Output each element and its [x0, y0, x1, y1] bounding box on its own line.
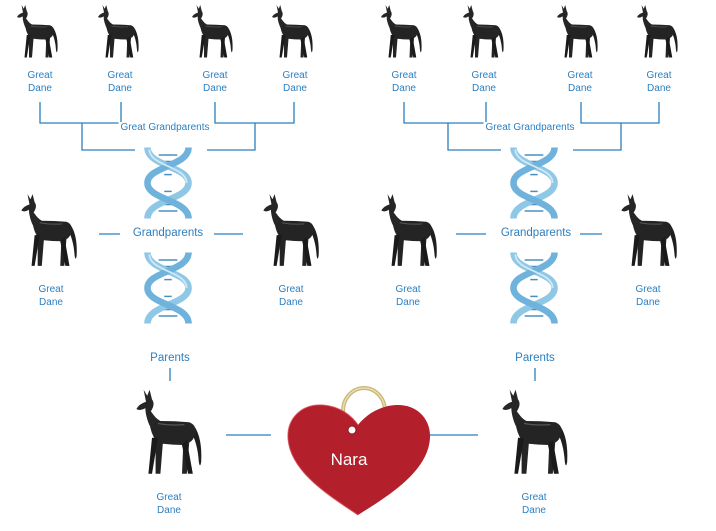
- great-grandparent-dog-icon: [16, 4, 58, 58]
- great-grandparent-dog-icon: [462, 4, 504, 58]
- parent-dog-icon: [501, 389, 569, 475]
- grandparent-dog-icon: [20, 193, 78, 267]
- great-grandparent-dog-icon: [97, 4, 139, 58]
- great-grandparent-dog-icon: [556, 4, 598, 58]
- great-grandparent-dog-icon: [191, 4, 233, 58]
- great-grandparent-dog-icon: [380, 4, 422, 58]
- great-grandparents-caption: Great Grandparents: [483, 122, 577, 133]
- dna-helix-icon: [147, 148, 188, 219]
- parents-caption: Parents: [513, 352, 557, 364]
- heart-tag-icon: [287, 386, 431, 516]
- tag-name: Nara: [330, 450, 368, 469]
- grandparents-caption: Grandparents: [130, 227, 206, 239]
- great-grandparents-caption: Great Grandparents: [118, 122, 212, 133]
- great-grandparent-dog-icon: [636, 4, 678, 58]
- dna-helix-icon: [147, 253, 188, 324]
- parents-caption: Parents: [148, 352, 192, 364]
- dna-helix-icon: [513, 148, 554, 219]
- grandparent-dog-icon: [380, 193, 438, 267]
- great-grandparent-connectors-right: [403, 102, 660, 235]
- great-grandparent-connectors-left: [39, 102, 295, 235]
- parent-dog-icon: [135, 389, 203, 475]
- parent-connectors: [169, 368, 536, 436]
- grandparents-caption: Grandparents: [498, 227, 574, 239]
- great-grandparent-dog-icon: [271, 4, 313, 58]
- grandparent-dog-icon: [620, 193, 678, 267]
- grandparent-dog-icon: [262, 193, 320, 267]
- dna-helix-icon: [513, 253, 554, 324]
